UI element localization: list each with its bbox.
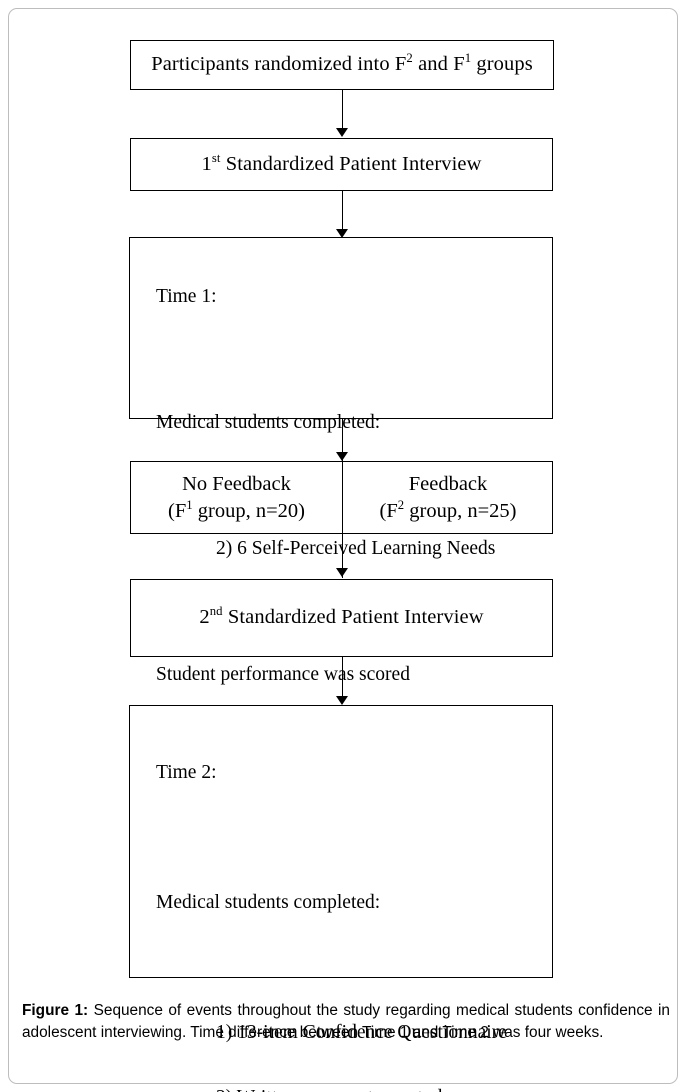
flow-box-time-1: Time 1: Medical students completed: 1) 1… xyxy=(129,237,553,684)
flow-box-feedback: Feedback (F2 group, n=25) xyxy=(342,462,554,533)
time-1-spacer-1 xyxy=(156,350,552,374)
flow-box-interview-2: 2nd Standardized Patient Interview xyxy=(130,579,553,657)
time-2-intro: Medical students completed: xyxy=(156,892,381,913)
no-feedback-sub-pre: (F xyxy=(168,499,187,522)
interview-2-ordinal-suffix: nd xyxy=(209,604,223,619)
no-feedback-sup: 1 xyxy=(186,497,193,512)
time-1-intro: Medical students completed: xyxy=(156,412,381,433)
time-2-spacer-2 xyxy=(156,958,552,984)
arrowhead-5 xyxy=(335,696,348,705)
arrowhead-1 xyxy=(335,128,348,137)
arrowhead-4 xyxy=(335,568,348,577)
randomization-sup-f2: 2 xyxy=(406,51,413,66)
randomization-text-mid: and F xyxy=(412,53,465,76)
time-2-spacer-1 xyxy=(156,828,552,854)
connector-2 xyxy=(342,191,343,231)
feedback-sup: 2 xyxy=(397,497,405,512)
no-feedback-title: No Feedback xyxy=(182,473,291,496)
flow-box-interview-2-label: 2nd Standardized Patient Interview xyxy=(199,605,483,631)
time-2-item-1: 1) 13-item Confidence Questionnaire xyxy=(216,1022,507,1043)
feedback-title: Feedback xyxy=(408,473,488,496)
no-feedback-subtitle: (F1 group, n=20) xyxy=(168,498,305,524)
time-2-heading: Time 2: xyxy=(156,762,217,783)
time-2-item-2: 2) Written comments on study xyxy=(156,1088,552,1092)
interview-1-number: 1 xyxy=(201,152,212,175)
connector-1 xyxy=(342,90,343,130)
flow-box-interview-1-label: 1st Standardized Patient Interview xyxy=(201,152,481,178)
feedback-subtitle: (F2 group, n=25) xyxy=(380,498,517,524)
connector-3 xyxy=(342,419,343,463)
connector-5 xyxy=(342,657,343,701)
interview-2-text: Standardized Patient Interview xyxy=(222,606,484,629)
no-feedback-sub-post: group, n=20) xyxy=(192,499,305,522)
flow-box-randomization-label: Participants randomized into F2 and F1 g… xyxy=(151,52,533,78)
flow-box-no-feedback: No Feedback (F1 group, n=20) xyxy=(131,462,342,533)
randomization-text-pre: Participants randomized into F xyxy=(151,53,407,76)
time-1-heading: Time 1: xyxy=(156,286,217,307)
time-1-item-2: 2) 6 Self-Perceived Learning Needs xyxy=(216,538,496,559)
connector-4 xyxy=(342,534,343,578)
figure-caption-text: Sequence of events throughout the study … xyxy=(22,1002,670,1041)
figure-caption-label: Figure 1: xyxy=(22,1002,89,1019)
arrowhead-3 xyxy=(335,452,348,461)
flow-box-time-2: Time 2: Medical students completed: 1) 1… xyxy=(129,705,553,1092)
time-1-scored: Student performance was scored xyxy=(156,664,410,685)
feedback-sub-post: group, n=25) xyxy=(404,499,517,522)
randomization-text-post: groups xyxy=(471,53,533,76)
arrowhead-2 xyxy=(335,229,348,238)
interview-1-ordinal-suffix: st xyxy=(211,150,221,165)
flow-box-interview-1: 1st Standardized Patient Interview xyxy=(130,138,553,191)
flow-box-feedback-split: No Feedback (F1 group, n=20) Feedback (F… xyxy=(130,461,553,534)
feedback-split-divider xyxy=(342,462,343,533)
figure-caption: Figure 1: Sequence of events throughout … xyxy=(22,1000,670,1044)
randomization-sup-f1: 1 xyxy=(464,51,472,66)
flow-box-randomization: Participants randomized into F2 and F1 g… xyxy=(130,40,554,90)
interview-2-number: 2 xyxy=(199,606,210,629)
feedback-sub-pre: (F xyxy=(379,499,398,522)
flow-box-time-2-content: Time 2: Medical students completed: 1) 1… xyxy=(130,706,552,1092)
interview-1-text: Standardized Patient Interview xyxy=(220,152,482,175)
